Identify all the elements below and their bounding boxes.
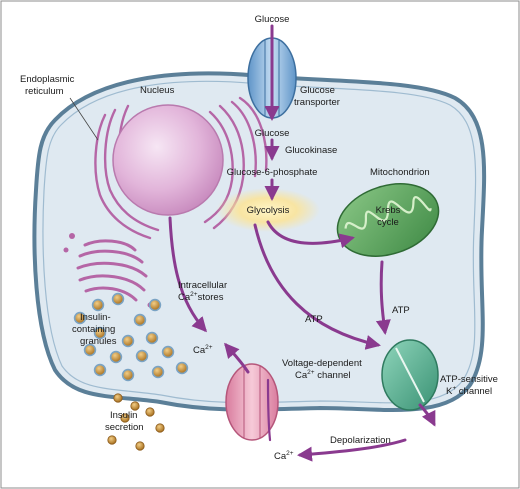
pathway-arrows [168, 24, 436, 462]
secreted-insulin-granule [135, 441, 145, 451]
insulin-granule [161, 345, 175, 359]
insulin-granule [93, 326, 107, 340]
insulin-secretion-label-2: secretion [105, 422, 144, 433]
labels: Glucose Glucose transporter Glucose Gluc… [20, 14, 498, 462]
cell-membrane-inner [42, 80, 477, 404]
glycolysis-glow [216, 188, 320, 232]
atp-right-label: ATP [392, 305, 410, 316]
krebs-label-1: Krebs [376, 205, 401, 216]
granules-label-1: Insulin- [80, 312, 111, 323]
ca-stores-label-2-full: Ca2+stores [178, 291, 224, 303]
insulin-granule [93, 363, 107, 377]
mitochondrion [336, 183, 440, 257]
vdcc-label-2-full: Ca2+ channel [295, 369, 351, 381]
granules-label-3: granules [80, 336, 117, 347]
glucokinase-label: Glucokinase [285, 145, 337, 156]
katp-label-2-full: K+ channel [446, 385, 492, 397]
depolarization-label: Depolarization [330, 435, 391, 446]
glucose-top-label: Glucose [255, 14, 290, 25]
insulin-granule [135, 349, 149, 363]
insulin-granule [83, 343, 97, 357]
glucose-inside-label: Glucose [255, 128, 290, 139]
insulin-granule [91, 298, 105, 312]
golgi-apparatus [63, 233, 153, 308]
secreted-insulin-granule [120, 413, 130, 423]
vdcc-label-1: Voltage-dependent [282, 358, 362, 369]
krebs-label-2: cycle [377, 217, 399, 228]
nucleus-label: Nucleus [140, 85, 175, 96]
insulin-granule [151, 365, 165, 379]
secreted-insulin-granule [130, 401, 140, 411]
voltage-dependent-ca-channel[interactable] [225, 363, 279, 441]
ca-stores-arrow [168, 216, 208, 333]
ca-in-label: Ca2+ [193, 344, 213, 356]
glycolysis-to-krebs-arrow [266, 220, 355, 249]
secreted-insulin-granule [145, 407, 155, 417]
insulin-granule [145, 331, 159, 345]
insulin-granule [148, 298, 162, 312]
insulin-granule [175, 361, 189, 375]
secreted-insulin-granule [113, 393, 123, 403]
ca-stores-label-1: Intracellular [178, 280, 227, 291]
atp-left-label: ATP [305, 314, 323, 325]
insulin-secretion-label-1: Insulin [110, 410, 137, 421]
ca-influx-line [266, 378, 272, 442]
glycolysis-atp-arrow [253, 223, 381, 350]
glucose-transporter-label-1: Glucose [300, 85, 335, 96]
insulin-granule [111, 292, 125, 306]
insulin-granule [121, 368, 135, 382]
secreted-insulin-granule [155, 423, 165, 433]
insulin-granule [109, 350, 123, 364]
k-channel-out-arrow [418, 403, 436, 427]
katp-label-1: ATP-sensitive [440, 374, 498, 385]
mitochondrion-label: Mitochondrion [370, 167, 430, 178]
granules-label-2: containing [72, 324, 115, 335]
ca-out-label: Ca2+ [274, 450, 294, 462]
depolarization-arrow [297, 438, 407, 462]
g6p-label: Glucose-6-phosphate [227, 167, 318, 178]
insulin-granule [73, 311, 87, 325]
secreted-insulin-granule [107, 435, 117, 445]
ca-influx-arrow [224, 342, 250, 374]
insulin-granule [121, 334, 135, 348]
nucleus [112, 104, 224, 216]
er-label-2: reticulum [25, 86, 64, 97]
insulin-granules [73, 292, 189, 451]
atp-sensitive-k-channel[interactable] [381, 339, 439, 411]
glucose-transporter-label-2: transporter [294, 97, 340, 108]
insulin-granule [133, 313, 147, 327]
er-label-1: Endoplasmic [20, 74, 75, 85]
mito-atp-arrow [375, 260, 391, 335]
er-leader-line [69, 97, 99, 141]
glycolysis-label: Glycolysis [247, 205, 290, 216]
